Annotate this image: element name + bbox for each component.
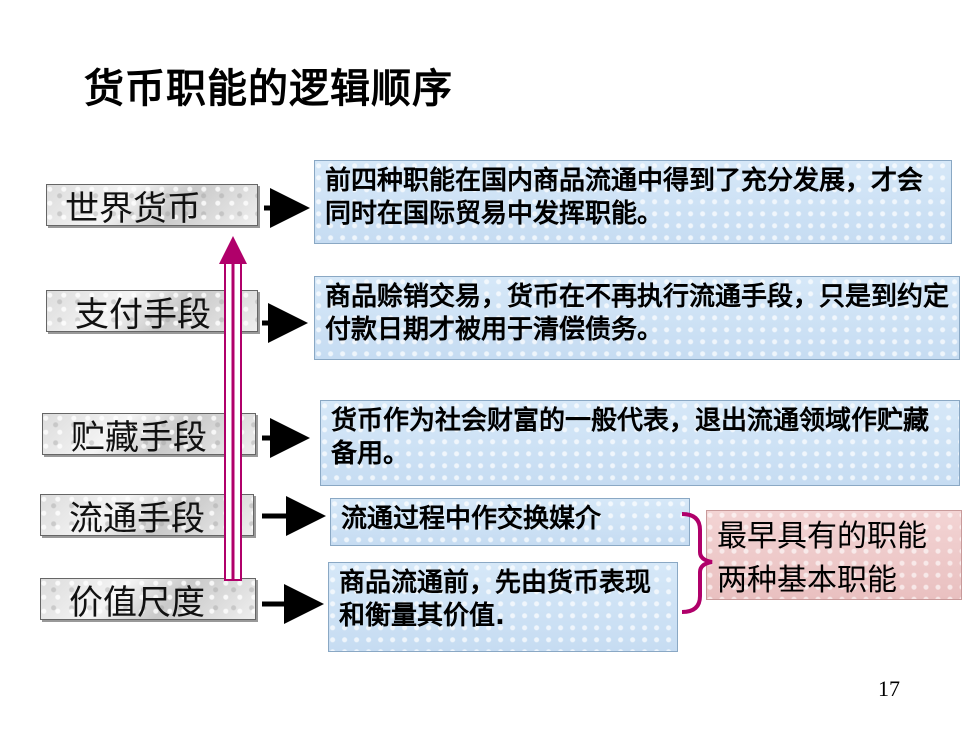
stage-means-of-circulation: 流通手段 <box>40 494 254 539</box>
page-number: 17 <box>878 676 900 701</box>
basic-functions-box: 最早具有的职能 两种基本职能 <box>706 510 962 600</box>
brace <box>681 512 713 614</box>
desc-means-of-circulation: 流通过程中作交换媒介 <box>330 498 690 546</box>
stage-measure-of-value: 价值尺度 <box>40 578 256 623</box>
vertical-progression-arrow <box>219 236 247 581</box>
desc-world-currency: 前四种职能在国内商品流通中得到了充分发展，才会同时在国际贸易中发挥职能。 <box>314 160 952 244</box>
basic-functions-line2: 两种基本职能 <box>717 562 897 598</box>
desc-means-of-hoarding: 货币作为社会财富的一般代表，退出流通领域作贮藏备用。 <box>320 400 960 486</box>
page-title: 货币职能的逻辑顺序 <box>84 66 453 112</box>
desc-measure-of-value: 商品流通前，先由货币表现和衡量其价值. <box>328 562 678 652</box>
stage-world-currency: 世界货币 <box>46 184 258 229</box>
basic-functions-line1: 最早具有的职能 <box>717 519 927 554</box>
desc-means-of-payment: 商品赊销交易，货币在不再执行流通手段，只是到约定付款日期才被用于清偿债务。 <box>314 276 960 360</box>
